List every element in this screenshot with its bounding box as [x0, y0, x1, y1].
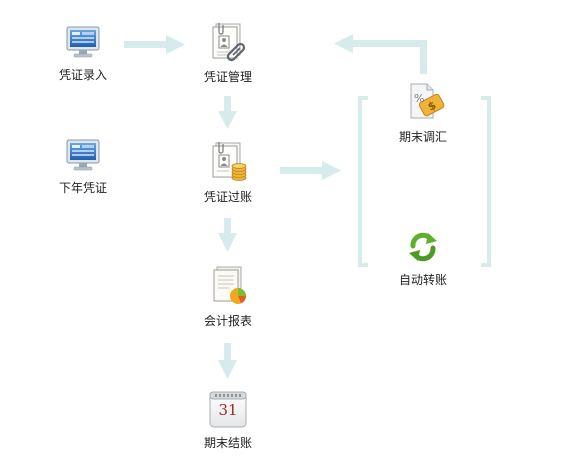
node-label: 凭证录入 [58, 68, 107, 82]
node-voucher-posting[interactable]: 凭证过账 [183, 140, 273, 205]
svg-text:%: % [414, 92, 424, 105]
refresh-icon [409, 232, 437, 262]
percent-dollar-icon: % $ [410, 83, 445, 119]
arrow-management-to-posting [218, 96, 237, 129]
node-label: 期末结账 [203, 436, 252, 450]
node-period-end-closing[interactable]: 31 期末结账 [183, 390, 273, 451]
node-label: 凭证过账 [203, 190, 252, 204]
document-chart-icon [213, 266, 246, 304]
period-end-bracket-left [358, 96, 368, 267]
node-voucher-entry[interactable]: 凭证录入 [38, 26, 128, 83]
arrow-reports-to-closing [218, 343, 237, 379]
calendar-icon: 31 [209, 390, 247, 428]
document-link-icon [212, 23, 246, 62]
monitor-icon [66, 139, 100, 171]
node-auto-transfer[interactable]: 自动转账 [378, 229, 468, 288]
node-label: 凭证管理 [203, 70, 252, 84]
period-end-bracket-right [481, 96, 491, 267]
monitor-icon [66, 26, 100, 58]
node-accounting-reports[interactable]: 会计报表 [183, 264, 273, 329]
arrow-entry-to-management [124, 35, 185, 54]
node-label: 期末调汇 [398, 130, 447, 144]
arrow-adjustment-to-management [334, 34, 427, 74]
node-label: 会计报表 [203, 314, 252, 328]
node-period-end-adjustment[interactable]: % $ 期末调汇 [378, 80, 468, 145]
node-label: 下年凭证 [58, 181, 107, 195]
node-label: 自动转账 [398, 273, 447, 287]
arrow-posting-to-period-end [280, 161, 341, 180]
calendar-day: 31 [218, 401, 238, 419]
node-next-year-voucher[interactable]: 下年凭证 [38, 139, 128, 196]
arrow-posting-to-reports [218, 218, 237, 252]
document-coins-icon [212, 142, 247, 181]
node-voucher-management[interactable]: 凭证管理 [183, 20, 273, 85]
